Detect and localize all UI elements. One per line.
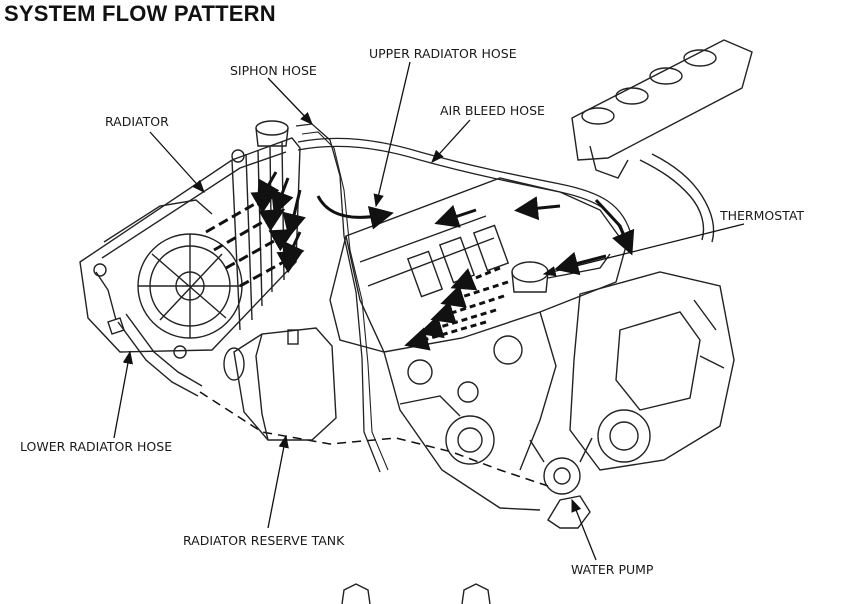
radiator [79, 120, 301, 359]
lower-radiator-hose-label: LOWER RADIATOR HOSE [20, 439, 173, 454]
radiator-reserve-tank [223, 327, 337, 441]
page-title: SYSTEM FLOW PATTERN [4, 1, 276, 26]
thermostat-label: THERMOSTAT [720, 208, 805, 223]
siphon-hose [295, 123, 381, 473]
radiator-label: RADIATOR [105, 114, 169, 129]
return-flow-path [199, 391, 549, 487]
flow-arrows [205, 171, 635, 351]
air-bleed-hose-label: AIR BLEED HOSE [440, 103, 545, 118]
air-bleed-hose [297, 137, 633, 241]
bottom-fittings [341, 583, 491, 604]
throttle-body [571, 39, 753, 243]
crankcase [569, 271, 735, 471]
radiator-reserve-tank-label: RADIATOR RESERVE TANK [183, 533, 345, 548]
water-pump [529, 437, 593, 495]
leader-lines [113, 61, 745, 561]
siphon-hose-label: SIPHON HOSE [230, 63, 317, 78]
water-pump-label: WATER PUMP [571, 562, 654, 577]
upper-radiator-hose-label: UPPER RADIATOR HOSE [369, 46, 517, 61]
lower-radiator-hose [107, 313, 203, 397]
engine-block [329, 177, 627, 529]
